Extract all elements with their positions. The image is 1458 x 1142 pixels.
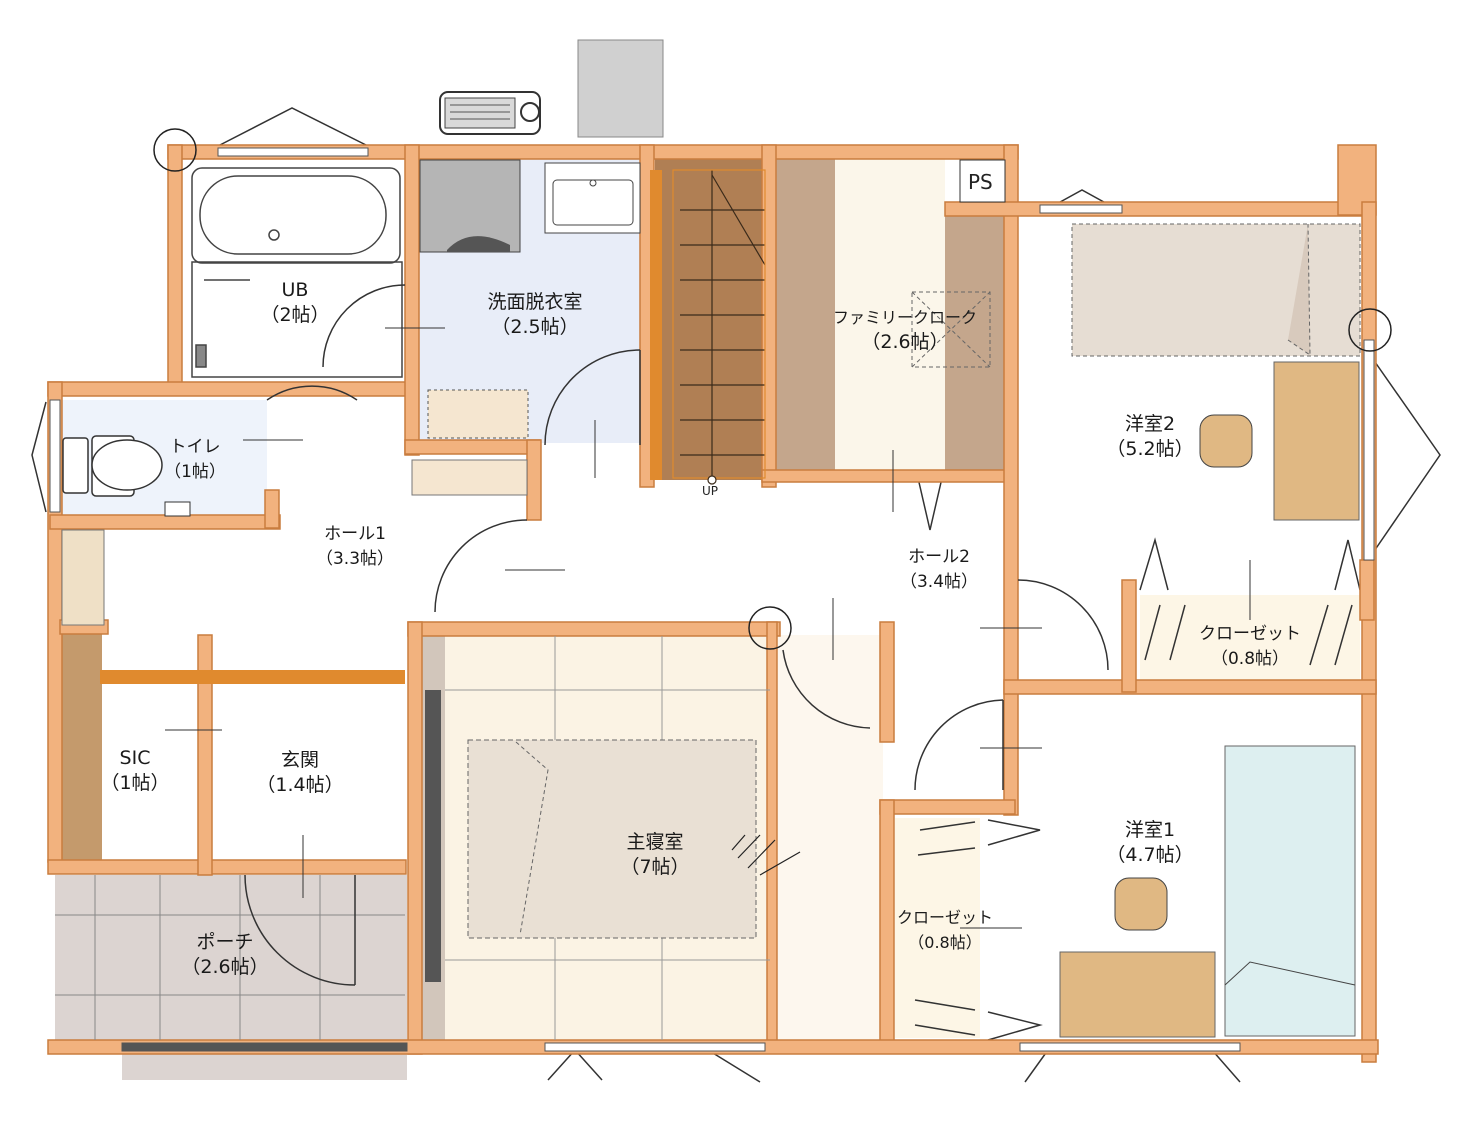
- desk-room2: [1273, 361, 1360, 521]
- shoe-cabinet: [61, 529, 105, 626]
- room-name: ホール2: [908, 547, 970, 567]
- room-label-hall2: ホール2 （3.4帖）: [884, 545, 994, 595]
- room-name: 洋室2: [1124, 413, 1176, 435]
- ps-label: PS: [968, 170, 993, 194]
- window-markers: [31, 107, 1441, 1083]
- room-label-toilet: トイレ （1帖）: [150, 435, 240, 485]
- room-name: ファミリークローク: [832, 308, 977, 327]
- room-area: （4.7帖）: [1106, 844, 1194, 866]
- bed-room2: [1071, 223, 1361, 357]
- ps-shaft: [959, 159, 1006, 203]
- porch-tiles: [55, 875, 405, 1040]
- room-name: 洋室1: [1124, 819, 1176, 841]
- room-name: クローゼット: [1199, 624, 1301, 644]
- washer-icon: [419, 159, 521, 253]
- chair-room2: [1199, 414, 1253, 468]
- toilet-shelf: [164, 501, 191, 517]
- room-area: （3.4帖）: [899, 572, 979, 592]
- room-label-shinshitsu: 主寝室 （7帖）: [600, 830, 710, 880]
- room-area: （0.8帖）: [1210, 649, 1290, 669]
- room-area: （2帖）: [260, 304, 330, 326]
- room-label-family-cloak: ファミリークローク （2.6帖）: [820, 305, 990, 355]
- storage-box: [911, 291, 991, 368]
- room-label-porch: ポーチ （2.6帖）: [165, 930, 285, 980]
- window-panes: [49, 147, 1375, 1052]
- stairs-up-label: UP: [702, 484, 719, 498]
- room-label-hall1: ホール1 （3.3帖）: [300, 522, 410, 572]
- room-name: UB: [281, 279, 309, 301]
- room-label-closet2: クローゼット （0.8帖）: [1185, 622, 1315, 672]
- room-name: ホール1: [324, 524, 386, 544]
- master-closet-rail: [425, 690, 441, 982]
- room-name: SIC: [119, 747, 151, 769]
- desk-room1: [1059, 951, 1216, 1038]
- bed-room1: [1224, 745, 1356, 1037]
- room-label-ub: UB （2帖）: [240, 278, 350, 328]
- room-area: （5.2帖）: [1106, 438, 1194, 460]
- room-label-sic: SIC （1帖）: [95, 746, 175, 796]
- room-name: クローゼット: [896, 908, 993, 927]
- pillar: [650, 170, 662, 480]
- outdoor-box: [577, 39, 664, 138]
- room-name: ポーチ: [196, 931, 254, 953]
- room-name: 主寝室: [626, 831, 684, 853]
- toilet-icon: [62, 435, 163, 497]
- door-swings: [244, 284, 1109, 986]
- room-label-yoshitsu2: 洋室2 （5.2帖）: [1090, 412, 1210, 462]
- bed-master: [467, 739, 757, 939]
- room-name: 玄関: [280, 749, 319, 771]
- room-area: （7帖）: [620, 856, 690, 878]
- room-area: （2.5帖）: [491, 316, 579, 338]
- sink-icon: [544, 162, 641, 234]
- room-area: （2.6帖）: [181, 956, 269, 978]
- room-area: （3.3帖）: [315, 549, 395, 569]
- room-name: 洗面脱衣室: [487, 291, 583, 313]
- marker-circles: [153, 128, 1392, 650]
- room-area: （1帖）: [100, 772, 170, 794]
- room-label-genkan: 玄関 （1.4帖）: [245, 748, 355, 798]
- room-area: （2.6帖）: [861, 331, 949, 353]
- bathtub-icon: [191, 167, 403, 378]
- mat: [427, 389, 529, 439]
- room-area: （1.4帖）: [256, 774, 344, 796]
- switch-markers: [165, 327, 1251, 929]
- towel-rack: [411, 459, 528, 496]
- room-area: （0.8帖）: [908, 933, 982, 952]
- room-label-senmen: 洗面脱衣室 （2.5帖）: [455, 290, 615, 340]
- room-area: （1帖）: [164, 462, 226, 482]
- room-name: トイレ: [169, 437, 221, 457]
- room-label-closet1: クローゼット （0.8帖）: [885, 905, 1005, 955]
- room-label-yoshitsu1: 洋室1 （4.7帖）: [1090, 818, 1210, 868]
- stairs: [672, 169, 766, 485]
- chair-room1: [1114, 877, 1168, 931]
- closet-hangers: [914, 604, 1353, 1036]
- genkan-step-line: [100, 670, 405, 684]
- water-heater-icon: [439, 91, 541, 135]
- hatch: [731, 834, 801, 876]
